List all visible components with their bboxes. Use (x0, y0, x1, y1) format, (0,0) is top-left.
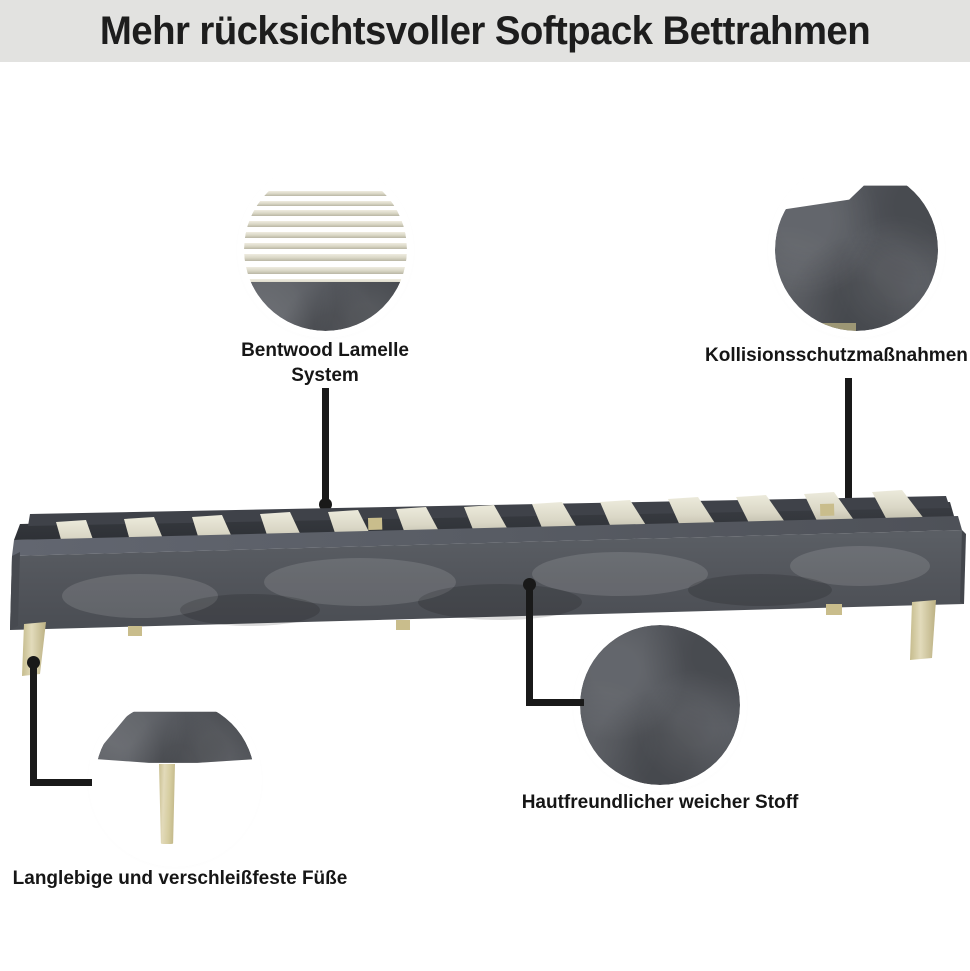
slat-bar (244, 190, 407, 196)
leg-closeup-image (95, 700, 255, 860)
frame-rail (244, 282, 407, 331)
callout-bubble-collision-protection (775, 168, 938, 331)
bed-frame-illustration (0, 478, 970, 708)
slat-bar (244, 242, 407, 250)
bed-leg-left (22, 622, 46, 676)
slat-bar (244, 210, 407, 216)
bed-leg-right (910, 600, 936, 660)
fabric-closeup-image (580, 625, 740, 785)
connector-segment-horizontal (30, 779, 92, 786)
slat-bar (244, 220, 407, 227)
slat-bar (244, 266, 407, 274)
page-title: Mehr rücksichtsvoller Softpack Bettrahme… (99, 8, 871, 53)
slat-bar (244, 231, 407, 238)
slat-closeup-image (244, 168, 407, 331)
slat-bar (244, 254, 407, 262)
rounded-corner (775, 185, 938, 331)
frame-corner (95, 711, 255, 763)
callout-bubble-durable-feet (95, 700, 255, 860)
callout-label-collision-protection: Kollisionsschutzmaßnahmen (705, 345, 968, 366)
callout-bubble-soft-fabric (580, 625, 740, 785)
leg-tip (814, 322, 857, 331)
callout-label-durable-feet: Langlebige und verschleißfeste Füße (12, 868, 348, 889)
callout-bubble-bentwood-slat-system (244, 168, 407, 331)
callout-label-soft-fabric: Hautfreundlicher weicher Stoff (521, 792, 799, 813)
corner-closeup-image (775, 168, 938, 331)
slat-bar (244, 200, 407, 206)
callout-label-bentwood-slat-system: Bentwood Lamelle System (241, 340, 409, 386)
wooden-leg (159, 764, 175, 844)
header-band (0, 0, 970, 62)
